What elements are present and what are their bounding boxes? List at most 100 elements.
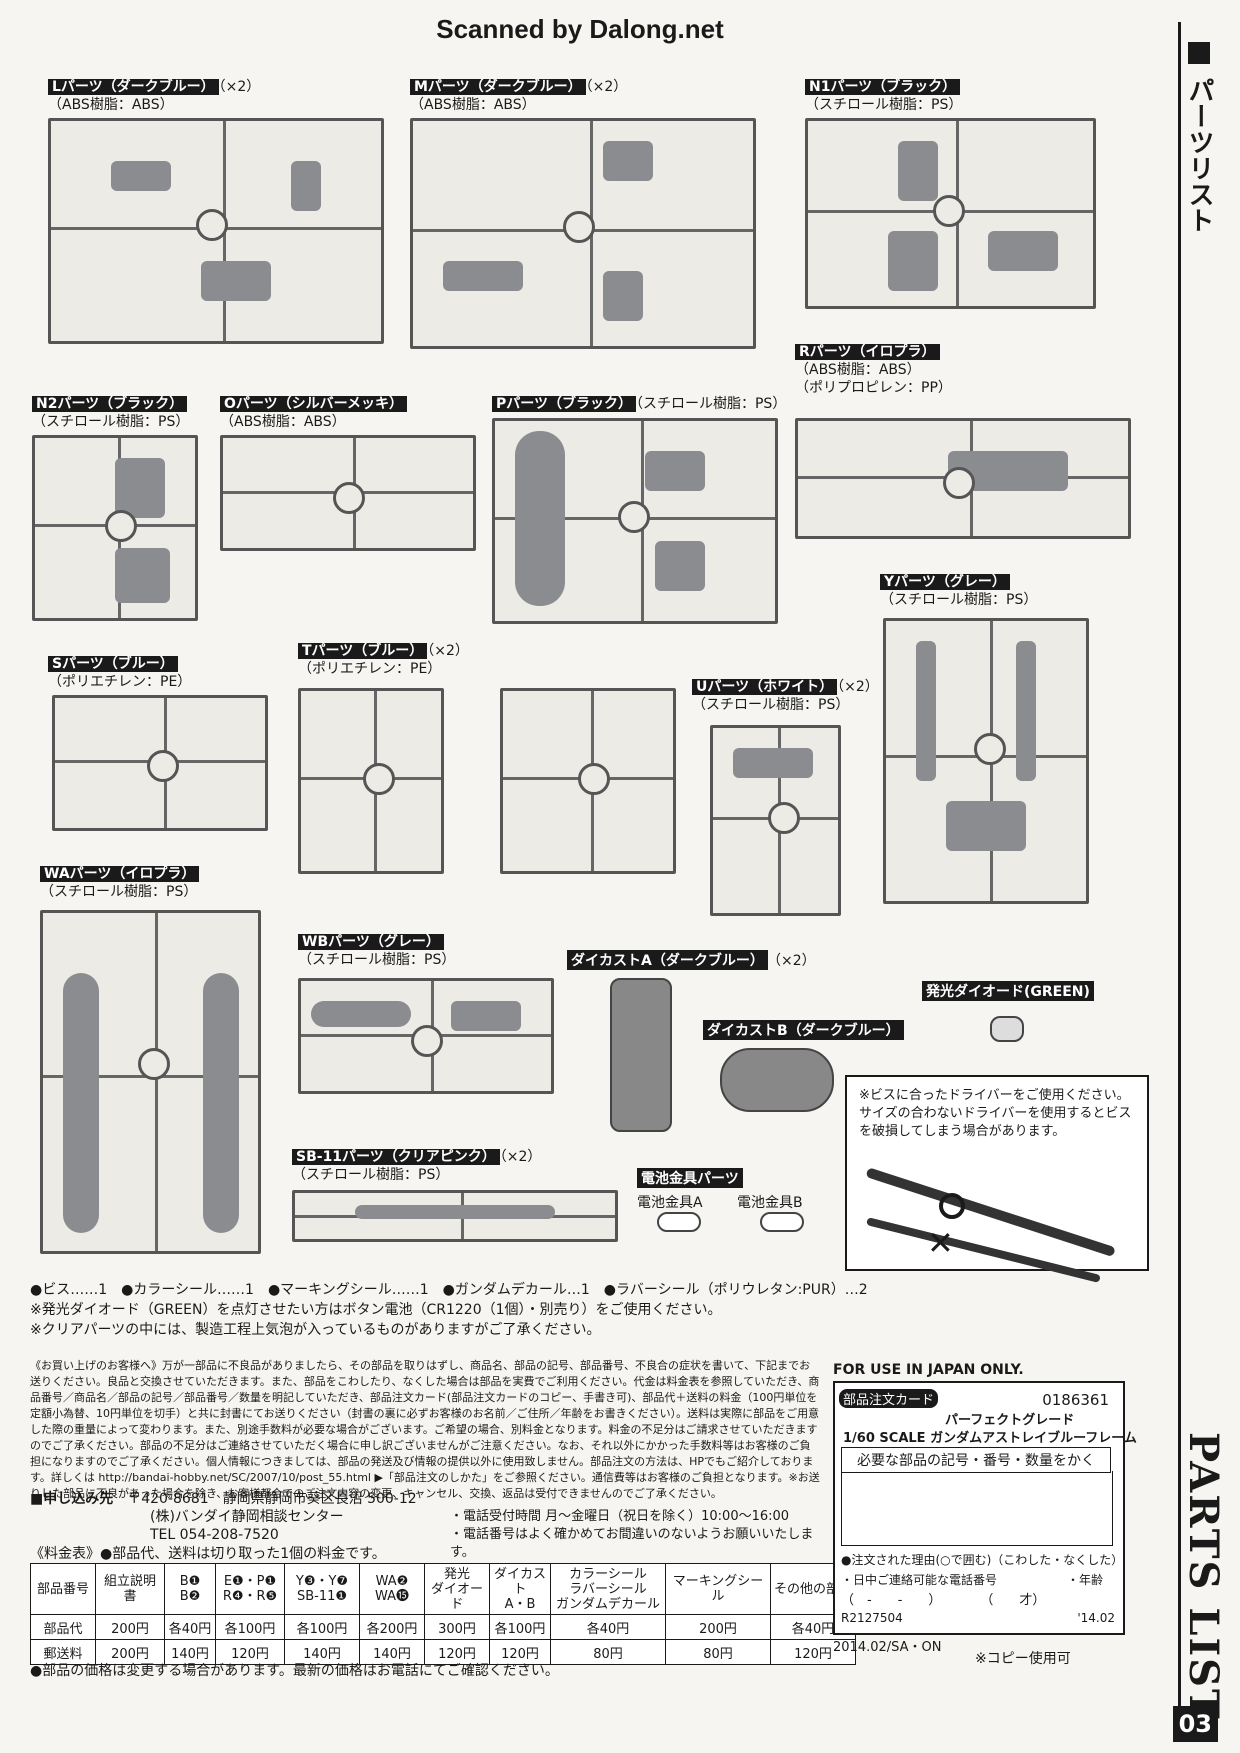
part-material: （スチロール樹脂：PS） — [32, 414, 190, 430]
sidebar-divider — [1178, 22, 1181, 1742]
table-cell: 80円 — [665, 1639, 771, 1665]
part-name: WBパーツ（グレー） — [298, 934, 444, 950]
runner-m — [410, 118, 756, 349]
order-card-date: 2014.02/SA・ON — [833, 1640, 942, 1655]
contact-postal: 〒420-8681 — [127, 1491, 209, 1507]
part-name: SB-11パーツ（クリアピンク） — [292, 1149, 500, 1165]
table-cell: 140円 — [359, 1639, 425, 1665]
table-cell: 各40円 — [550, 1614, 666, 1640]
part-qty: （×2） — [427, 643, 469, 659]
bullet-line: ※クリアパーツの中には、製造工程上気泡が入っているものがありますがご了承ください… — [30, 1322, 601, 1338]
part-name: Sパーツ（ブルー） — [48, 656, 178, 672]
included-items: ●ビス……1 ●カラーシール……1 ●マーキングシール……1 ●ガンダムデカール… — [30, 1280, 868, 1340]
header-cell: マーキングシール — [665, 1563, 771, 1615]
table-cell: 各100円 — [489, 1614, 551, 1640]
table-cell: 各100円 — [215, 1614, 285, 1640]
header-cell: WA❷ WA⓯ — [359, 1563, 425, 1615]
sidebar-title-en: PARTS LIST — [1180, 1432, 1227, 1721]
table-cell: 300円 — [424, 1614, 490, 1640]
price-footnote: ●部品の価格は変更する場合があります。最新の価格はお電話にてご確認ください。 — [30, 1663, 559, 1679]
part-t: Tパーツ（ブルー）（×2） （ポリエチレン：PE） — [298, 642, 469, 678]
part-n2: N2パーツ（ブラック） （スチロール樹脂：PS） — [32, 395, 189, 431]
ng-mark-icon: ✕ — [927, 1224, 954, 1262]
part-label: N2パーツ（ブラック） — [32, 395, 189, 413]
header-cell: 部品番号 — [30, 1563, 96, 1615]
part-material: （ABS樹脂：ABS） — [795, 362, 921, 378]
contact-label: ■申し込み先 — [30, 1491, 114, 1507]
bullet-line: ※発光ダイオード（GREEN）を点灯させたい方はボタン電池（CR1220（1個）… — [30, 1302, 722, 1318]
contact-caution: ・電話番号はよく確かめてお間違いのないようお願いいたします。 — [450, 1527, 814, 1560]
part-name: Yパーツ（グレー） — [880, 574, 1010, 590]
part-material: （スチロール樹脂：PS） — [805, 97, 963, 113]
runner-r — [795, 418, 1131, 539]
runner-l — [48, 118, 384, 344]
table-cell: 120円 — [489, 1639, 551, 1665]
order-card-reason: ●注文された理由(○で囲む)（こわした・なくした） — [841, 1553, 1124, 1567]
part-material-2: （ポリプロピレン：PP） — [795, 380, 952, 396]
runner-p — [492, 418, 778, 624]
price-table-title: 《料金表》●部品代、送料は切り取った1個の料金です。 — [30, 1546, 386, 1562]
screwdriver-good — [865, 1167, 1116, 1258]
part-m: Mパーツ（ダークブルー）（×2） （ABS樹脂：ABS） — [410, 78, 627, 114]
part-wa: WAパーツ（イロプラ） （スチロール樹脂：PS） — [40, 865, 200, 901]
part-label: WBパーツ（グレー） — [298, 933, 455, 951]
part-s: Sパーツ（ブルー） （ポリエチレン：PE） — [48, 655, 191, 691]
part-name: Uパーツ（ホワイト） — [692, 679, 838, 695]
runner-n1 — [805, 118, 1096, 309]
table-cell: 120円 — [215, 1639, 285, 1665]
runner-t2 — [500, 688, 676, 874]
runner-n2 — [32, 435, 198, 621]
table-cell: 各40円 — [164, 1614, 216, 1640]
sidebar: パーツリスト PARTS LIST 03 — [1172, 22, 1227, 1742]
part-label: N1パーツ（ブラック） — [805, 78, 962, 96]
japan-only-label: FOR USE IN JAPAN ONLY. — [833, 1362, 1024, 1378]
battery-a-label: 電池金具A — [637, 1195, 703, 1211]
part-name: Pパーツ（ブラック） — [492, 396, 636, 412]
part-name: WAパーツ（イロプラ） — [40, 866, 200, 882]
table-row: 郵送料 200円 140円 120円 140円 140円 120円 120円 8… — [30, 1639, 856, 1665]
order-card-code: R2127504 — [841, 1611, 903, 1625]
price-table: 部品番号 組立説明書 B❶ B❷ E❶・P❶ R❹・R❺ Y❸・Y❼ SB-11… — [30, 1563, 856, 1665]
table-cell: 200円 — [665, 1614, 771, 1640]
part-n1: N1パーツ（ブラック） （スチロール樹脂：PS） — [805, 78, 962, 114]
part-o: Oパーツ（シルバーメッキ） （ABS樹脂：ABS） — [220, 395, 408, 431]
contact-info: ■申し込み先 〒420-8681 静岡県静岡市葵区長沼 500-12 (株)バン… — [30, 1490, 830, 1560]
order-card-title: 部品注文カード — [839, 1389, 939, 1408]
part-label: Yパーツ（グレー） — [880, 573, 1037, 591]
contact-hours: ・電話受付時間 月〜金曜日（祝日を除く）10:00〜16:00 — [450, 1509, 790, 1524]
part-label: Uパーツ（ホワイト）（×2） — [692, 678, 879, 696]
part-label: Pパーツ（ブラック）（スチロール樹脂：PS） — [492, 395, 786, 413]
table-cell: 80円 — [550, 1639, 666, 1665]
runner-s — [52, 695, 268, 831]
order-card-product: 1/60 SCALE ガンダムアストレイブルーフレーム — [843, 1431, 1137, 1446]
battery-parts-label: 電池金具パーツ — [637, 1168, 743, 1188]
battery-b-label: 電池金具B — [737, 1195, 803, 1211]
part-material: （スチロール樹脂：PS） — [880, 592, 1038, 608]
runner-sb11 — [292, 1190, 618, 1242]
order-card-year: '14.02 — [1077, 1611, 1115, 1625]
scan-credit: Scanned by Dalong.net — [436, 14, 724, 44]
screwdriver-bad — [866, 1217, 1101, 1283]
header-cell: カラーシール ラバーシール ガンダムデカール — [550, 1563, 666, 1615]
part-name: N1パーツ（ブラック） — [805, 79, 961, 95]
price-table-header: 部品番号 組立説明書 B❶ B❷ E❶・P❶ R❹・R❺ Y❸・Y❼ SB-11… — [30, 1563, 856, 1615]
header-cell: E❶・P❶ R❹・R❺ — [215, 1563, 285, 1615]
copy-permitted: ※コピー使用可 — [975, 1651, 1071, 1667]
order-card-write-area[interactable] — [841, 1471, 1113, 1546]
sidebar-title-jp-text: パーツリスト — [1184, 77, 1214, 233]
order-card-number: 0186361 — [1042, 1391, 1109, 1409]
header-cell: Y❸・Y❼ SB-11❶ — [284, 1563, 360, 1615]
order-card-phone-format: （ - - ） （ 才） — [841, 1593, 1046, 1608]
part-material: （ポリエチレン：PE） — [48, 674, 192, 690]
bullet-line: ●ビス……1 ●カラーシール……1 ●マーキングシール……1 ●ガンダムデカール… — [30, 1282, 868, 1298]
runner-wa — [40, 910, 261, 1254]
contact-tel: TEL 054-208-7520 — [150, 1527, 279, 1543]
table-cell: 120円 — [770, 1639, 856, 1665]
part-qty: （×2） — [837, 679, 879, 695]
contact-center: (株)バンダイ静岡相談センター — [150, 1509, 344, 1525]
part-material: （スチロール樹脂：PS） — [298, 952, 456, 968]
led-image — [990, 1016, 1024, 1042]
runner-t1 — [298, 688, 444, 874]
part-label: Mパーツ（ダークブルー）（×2） — [410, 78, 627, 96]
part-label: WAパーツ（イロプラ） — [40, 865, 200, 883]
